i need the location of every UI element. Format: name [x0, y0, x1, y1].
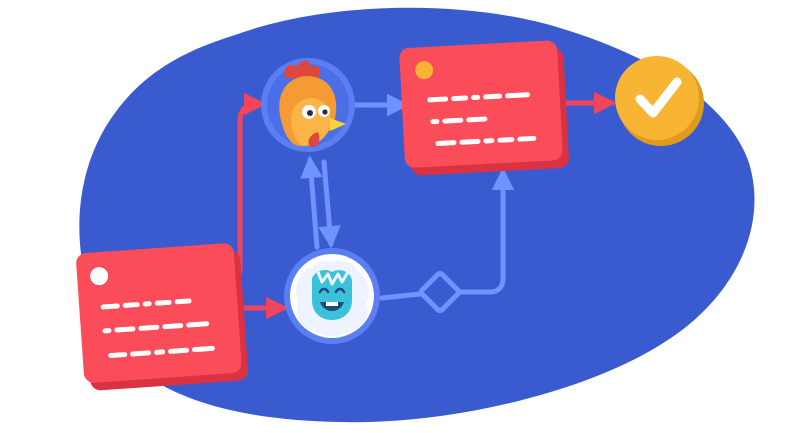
connector-rooster-to-yeti: [318, 159, 341, 249]
task-card-left: [76, 243, 249, 391]
placeholder-text-lines: [427, 92, 537, 146]
yeti-icon: [296, 260, 369, 336]
rooster-icon: [279, 60, 346, 148]
status-dot: [415, 61, 434, 80]
checkmark-icon: [635, 77, 682, 118]
connector-yeti-to-rooster: [300, 155, 323, 250]
placeholder-text-lines: [100, 298, 215, 359]
yeti-node: [284, 248, 380, 344]
completion-node: [615, 56, 704, 146]
diamond-icon: [418, 270, 462, 314]
card-body: [76, 243, 242, 383]
task-card-top: [399, 40, 569, 176]
rooster-node: [261, 58, 355, 152]
decision-node: [418, 270, 462, 314]
connector-yeti-to-decision: [379, 291, 423, 301]
status-dot: [90, 267, 109, 286]
connector-decision-to-card: [459, 167, 515, 295]
card-body: [399, 40, 563, 168]
